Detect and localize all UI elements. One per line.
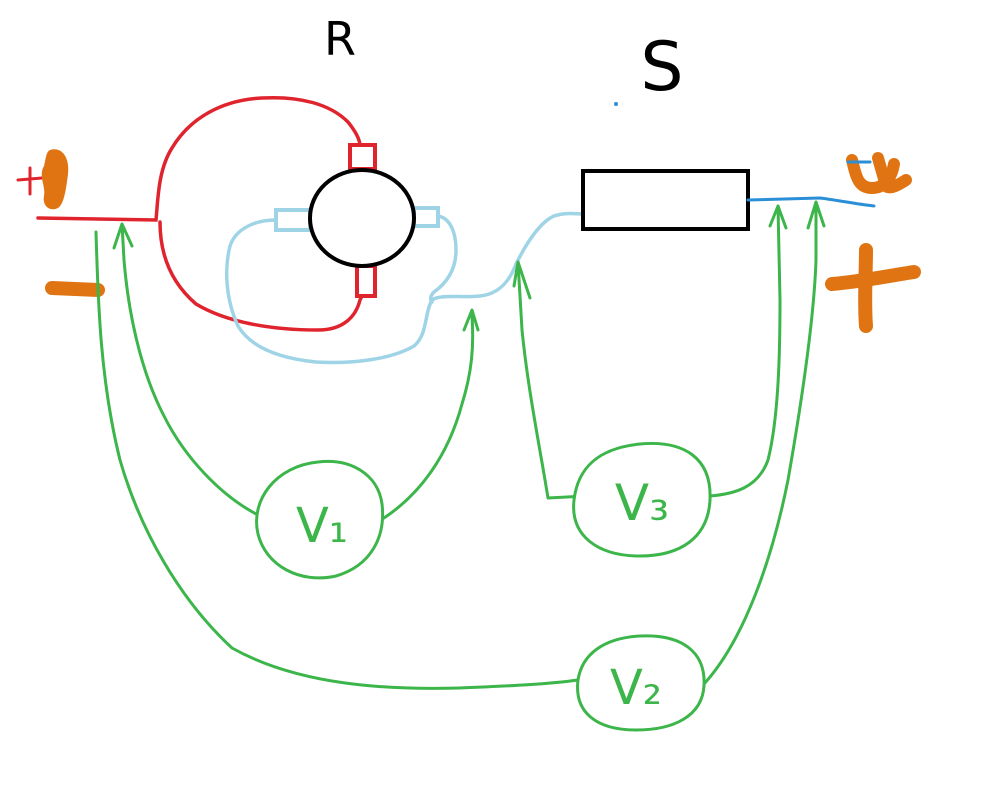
label-s: S (640, 28, 683, 107)
voltmeter-v2: V₂ (576, 634, 706, 732)
right-terminals (825, 152, 921, 333)
voltmeter-leads (94, 200, 826, 690)
left-minus-terminal (45, 281, 105, 297)
component-s (581, 102, 876, 231)
v2-circle (576, 634, 706, 732)
v1-circle (255, 459, 385, 580)
s-resistor-box (581, 169, 750, 231)
r-circle (308, 168, 416, 268)
r-bottom-contact (355, 264, 377, 298)
red-wire (36, 95, 362, 222)
r-left-contact (274, 208, 312, 232)
v2-left-lead (94, 230, 580, 690)
blue-wire-left-loop (225, 211, 586, 365)
v1-right-lead (382, 308, 480, 520)
right-plus-terminal (825, 243, 921, 333)
v2-right-lead (702, 200, 826, 686)
voltmeter-v1: V₁ (255, 459, 385, 580)
left-terminals (16, 149, 105, 297)
r-top-contact (348, 143, 377, 171)
v3-left-lead (512, 260, 588, 500)
v1-left-lead (112, 222, 262, 518)
component-r (36, 95, 440, 332)
v2-label: V₂ (610, 660, 662, 716)
v3-label: V₃ (615, 474, 669, 532)
r-right-contact (412, 206, 440, 228)
red-wire-lower (158, 220, 368, 332)
voltmeter-v3: V₃ (572, 441, 712, 558)
left-plus-mark (16, 166, 44, 196)
label-r: R (324, 12, 356, 66)
v3-right-lead (708, 204, 788, 498)
s-right-wire (746, 196, 876, 208)
left-plus-terminal (41, 149, 69, 210)
v3-circle (572, 441, 712, 558)
blue-wire-right-loop (428, 214, 458, 304)
stray-dot (614, 102, 618, 106)
v1-label: V₁ (296, 498, 348, 554)
right-u-terminal (846, 152, 912, 194)
